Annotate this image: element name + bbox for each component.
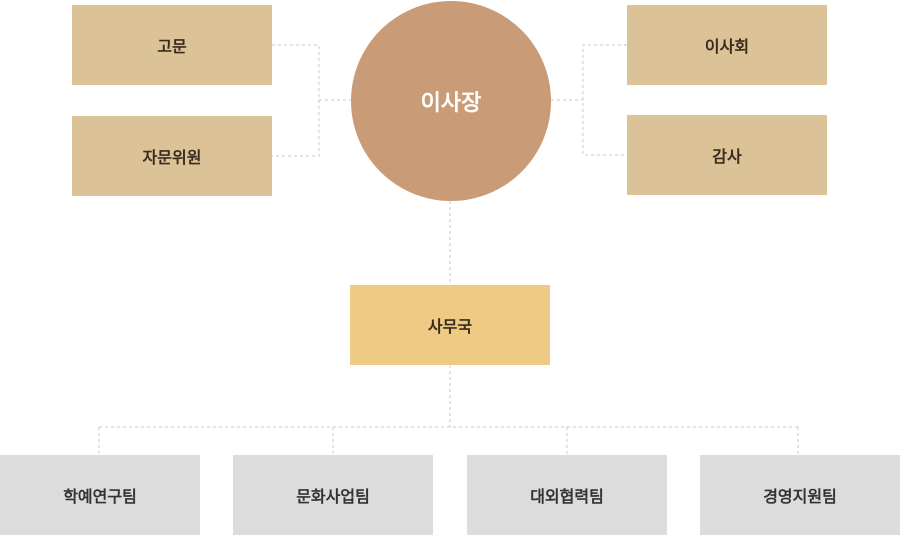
- advisory-committee-box: 자문위원: [72, 116, 272, 196]
- team-label: 경영지원팀: [763, 487, 837, 506]
- advisor-box: 고문: [72, 5, 272, 85]
- team-label: 대외협력팀: [530, 487, 604, 506]
- audit-box: 감사: [627, 115, 827, 195]
- secretariat-box: 사무국: [350, 285, 550, 365]
- team-label: 문화사업팀: [296, 487, 370, 506]
- board-box: 이사회: [627, 5, 827, 85]
- chairman-node: 이사장: [351, 1, 551, 201]
- team-box-external-relations: 대외협력팀: [467, 455, 667, 535]
- team-label: 학예연구팀: [63, 487, 137, 506]
- board-label: 이사회: [704, 37, 750, 56]
- secretariat-label: 사무국: [427, 317, 473, 336]
- advisor-label: 고문: [157, 37, 187, 56]
- team-box-management-support: 경영지원팀: [700, 455, 900, 535]
- team-box-curatorial: 학예연구팀: [0, 455, 200, 535]
- team-box-cultural-programs: 문화사업팀: [233, 455, 433, 535]
- audit-label: 감사: [712, 147, 742, 166]
- advisory-committee-label: 자문위원: [142, 148, 202, 167]
- chairman-label: 이사장: [420, 91, 482, 116]
